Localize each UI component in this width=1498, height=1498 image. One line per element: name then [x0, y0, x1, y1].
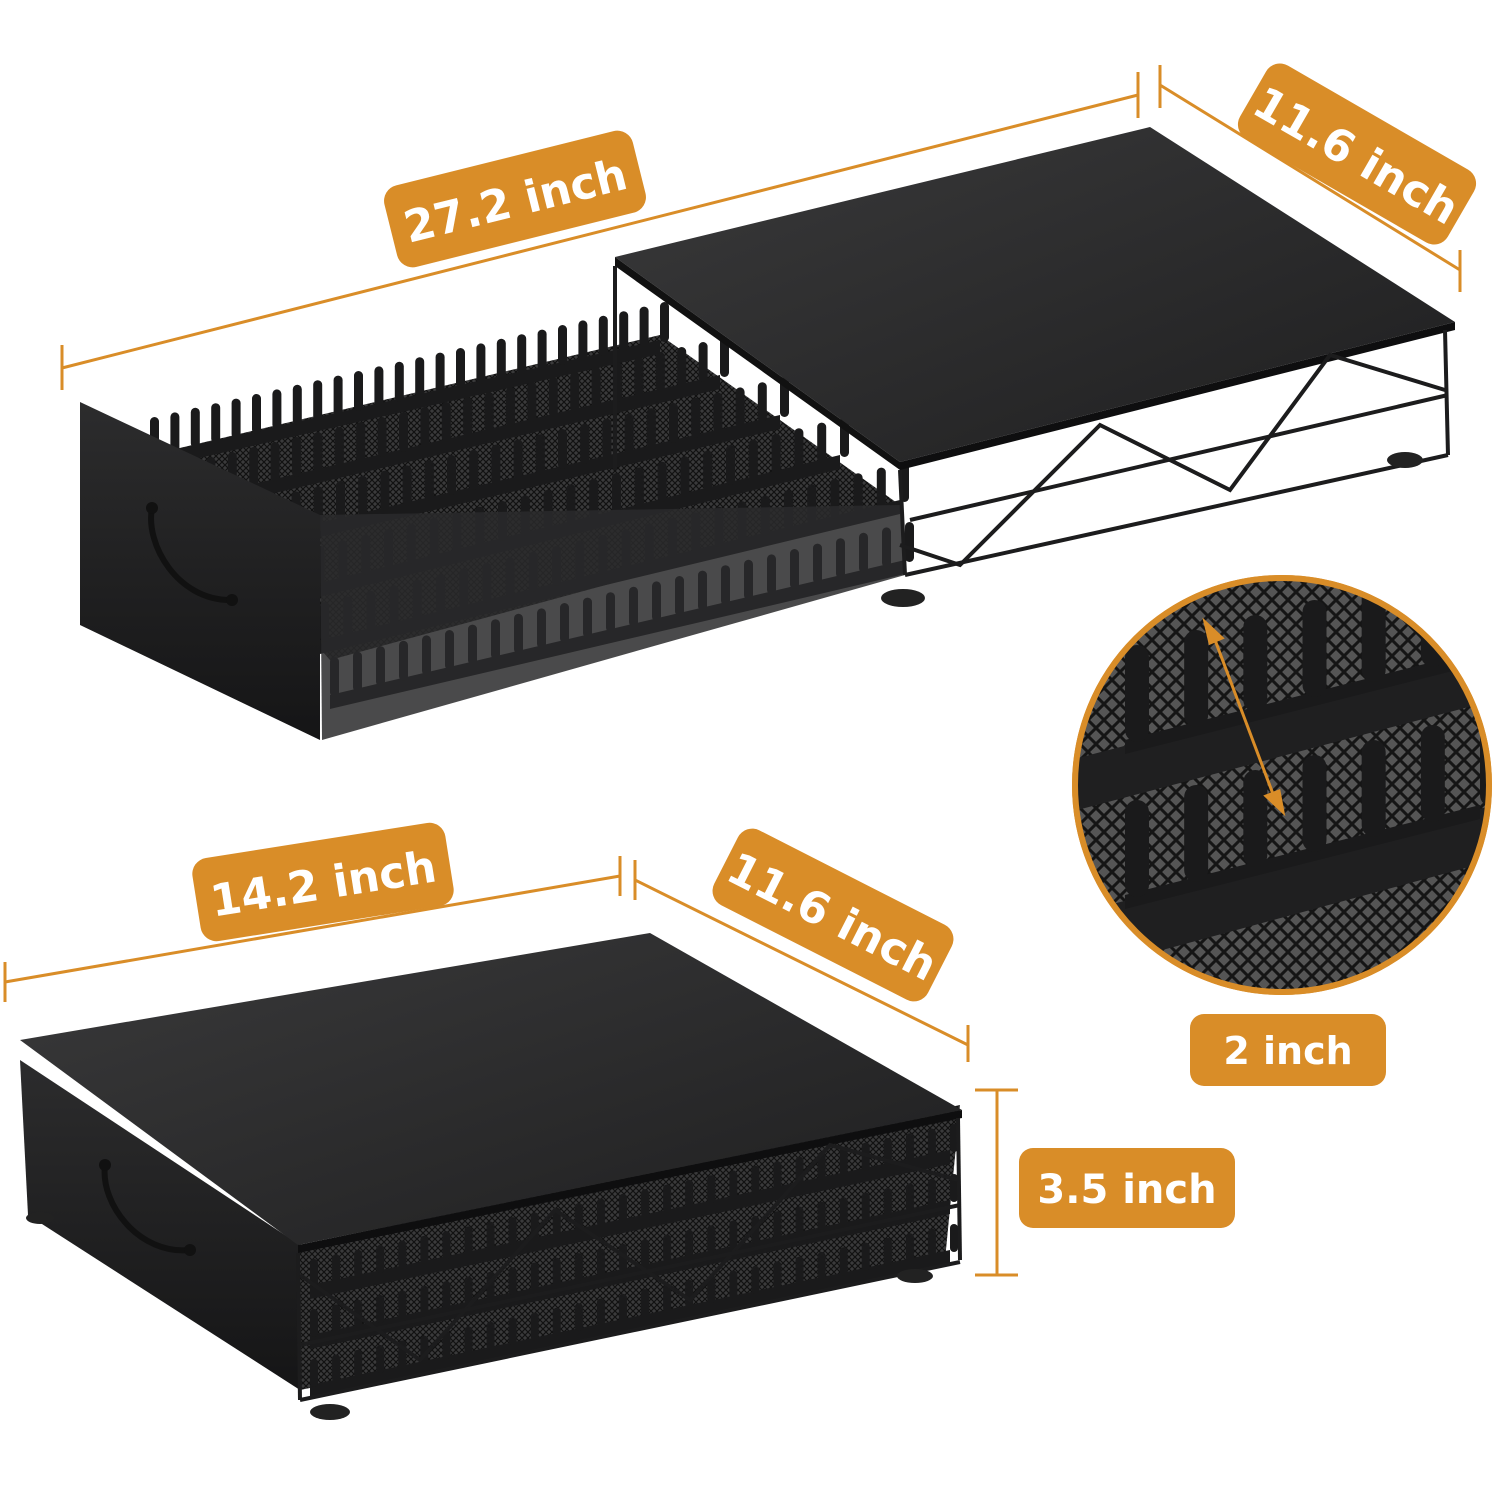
dimension-line-open-length: [60, 72, 1140, 390]
stand-foot: [26, 1212, 54, 1224]
badge-closed-length: 14.2 inch: [192, 822, 454, 942]
handle-screw-icon: [226, 594, 238, 606]
stand-top-plate: [615, 127, 1455, 462]
comb-row: [150, 302, 669, 469]
badge-open-length: 27.2 inch: [384, 130, 646, 268]
closed-wire-frame: [296, 1117, 962, 1402]
stand-wire-frame: [613, 266, 1450, 577]
handle-screw-icon: [99, 1159, 111, 1171]
dimension-line-height: [975, 1088, 1018, 1277]
stand-foot: [897, 1269, 933, 1283]
slot-zoom-detail: [1072, 575, 1492, 995]
closed-comb-row: [310, 1224, 958, 1399]
closed-mesh-interior: [300, 1105, 960, 1390]
stand-top-plate-edge: [615, 257, 900, 470]
closed-top-plate: [20, 933, 962, 1245]
drawer-handle-icon: [148, 507, 231, 603]
drawer-side-wall: [320, 505, 905, 740]
badge-slot-spacing-text: 2 inch: [1223, 1029, 1352, 1073]
stand-foot: [310, 1404, 350, 1420]
closed-drawer-illustration: [3, 856, 1018, 1420]
slot-spacing-arrow-icon: [1202, 617, 1286, 817]
dimension-line-closed-depth: [633, 860, 970, 1062]
badge-slot-spacing: 2 inch: [1190, 1014, 1386, 1086]
closed-drawer-handle-icon: [101, 1164, 191, 1254]
zoom-tines: [1125, 578, 1489, 754]
dimension-line-closed-length: [3, 856, 622, 1002]
badge-height: 3.5 inch: [1019, 1148, 1235, 1228]
handle-screw-icon: [184, 1244, 196, 1256]
handle-screw-icon: [146, 502, 158, 514]
stand-foot: [881, 589, 925, 607]
dimension-line-open-depth: [1158, 65, 1462, 292]
zoom-comb-row-upper: [1075, 650, 1489, 812]
drawer-front-plate: [80, 402, 320, 740]
zoom-comb-row-lower: [1075, 805, 1489, 975]
stand-top-plate-edge: [900, 322, 1455, 470]
stand-foot: [1387, 452, 1423, 468]
badge-height-text: 3.5 inch: [1037, 1167, 1216, 1213]
closed-front-face: [20, 1060, 300, 1390]
open-drawer-illustration: [60, 65, 1462, 740]
